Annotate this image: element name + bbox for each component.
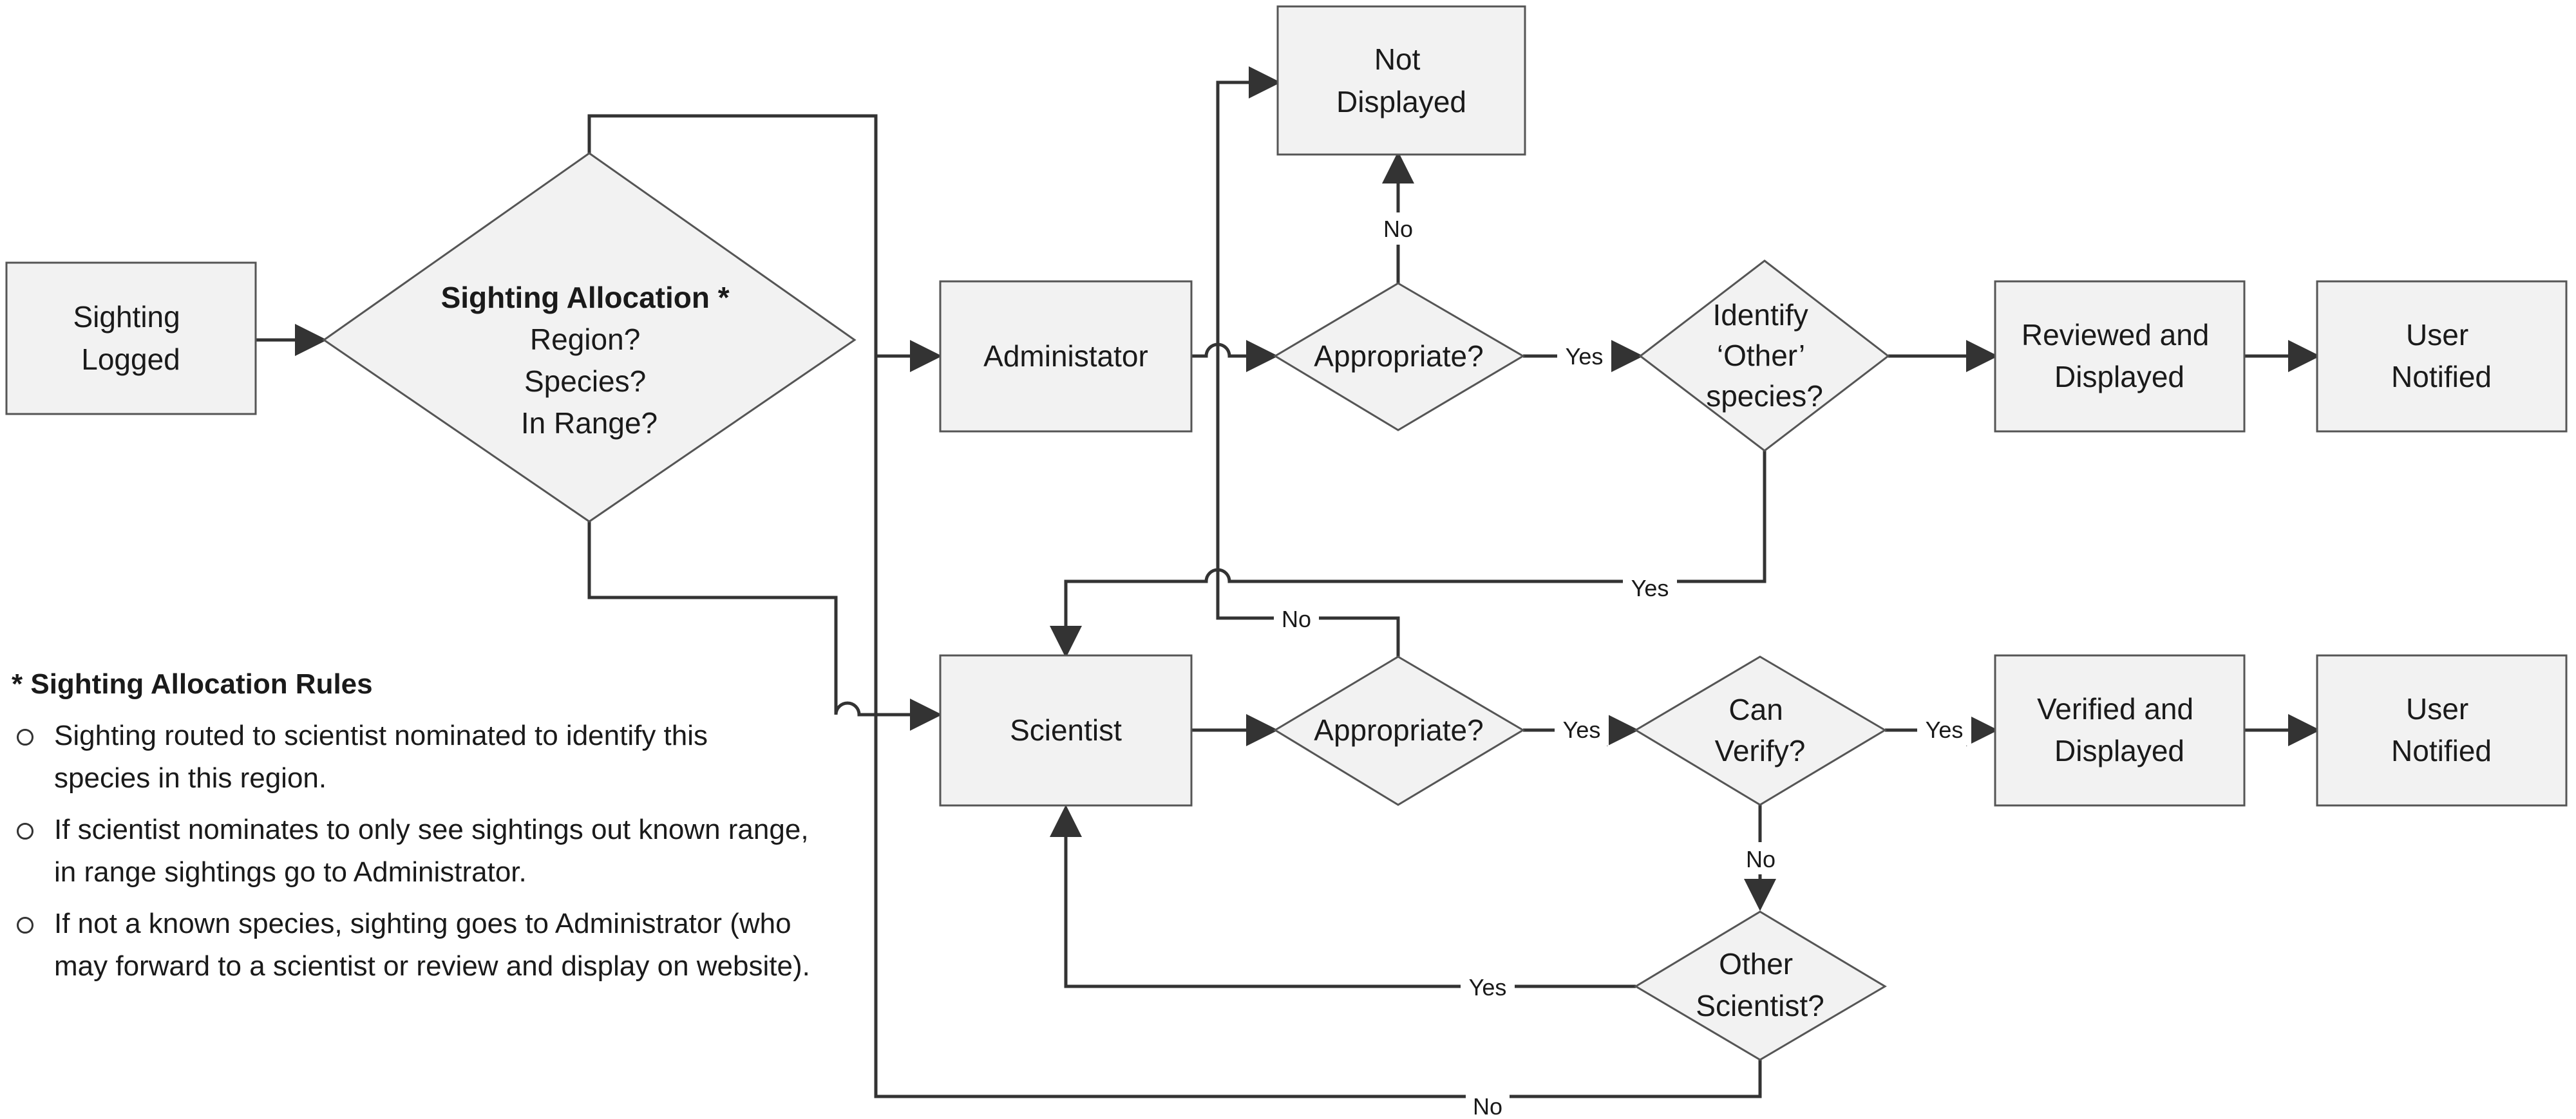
edge-administrator-to-appropriate [1191,340,1278,372]
decision-sci-appropriate-label: Appropriate? [1314,713,1483,747]
node-verified-displayed: Verified and Displayed [1994,654,2246,807]
legend-rule-list: Sighting routed to scientist nominated t… [12,715,810,988]
node-verified-displayed-label: Verified and Displayed [2037,692,2202,767]
node-administrator-label: Administator [983,339,1148,373]
decision-sci-appropriate: Appropriate? [1273,655,1525,806]
node-user-notified-top-label: User Notified [2391,318,2492,393]
legend-rule-text: If not a known species, sighting goes to… [54,908,810,982]
node-user-notified-bottom: User Notified [2316,654,2568,807]
decision-identify-other-species-label: Identify ‘Other’ species? [1706,298,1823,413]
node-not-displayed-label: Not Displayed [1336,42,1466,118]
legend-rule: Sighting routed to scientist nominated t… [12,715,810,800]
decision-sighting-allocation: Sighting Allocation * Region? Species? I… [322,152,857,523]
bullet-circle-icon [17,729,33,746]
edge-label-admin-no: No [1383,216,1413,242]
edge-sci-appropriate-no [1216,66,1400,657]
decision-admin-appropriate-label: Appropriate? [1314,339,1483,373]
edge-allocation-to-administrator [587,114,942,372]
decision-can-verify-label: Can Verify? [1715,693,1806,767]
edge-label-sci-yes: Yes [1563,717,1601,743]
legend-rule-text: If scientist nominates to only see sight… [54,814,809,888]
decision-can-verify: Can Verify? [1634,655,1887,806]
decision-admin-appropriate: Appropriate? [1273,282,1525,431]
legend-rule-text: Sighting routed to scientist nominated t… [54,720,708,794]
node-user-notified-bottom-label: User Notified [2391,692,2492,767]
edge-identify-yes-to-scientist [1050,451,1766,658]
edge-other-scientist-yes [1050,805,1636,988]
node-sighting-logged: Sighting Logged [5,261,257,415]
legend-title: * Sighting Allocation Rules [12,668,373,700]
node-reviewed-displayed-label: Reviewed and Displayed [2022,318,2217,393]
node-reviewed-displayed: Reviewed and Displayed [1994,280,2246,433]
node-scientist-label: Scientist [1010,713,1122,747]
edge-label-verify-yes: Yes [1926,717,1964,743]
bullet-circle-icon [17,823,33,840]
edge-label-sci-no: No [1282,606,1311,632]
node-administrator: Administator [939,280,1193,433]
edge-label-verify-no: No [1746,846,1776,872]
edge-label-other-no: No [1473,1093,1502,1119]
decision-other-scientist-label: Other Scientist? [1696,947,1824,1022]
node-not-displayed: Not Displayed [1276,5,1526,156]
decision-identify-other-species: Identify ‘Other’ species? [1638,259,1890,452]
allocation-rules-legend: * Sighting Allocation Rules Sighting rou… [12,668,810,997]
node-scientist: Scientist [939,654,1193,807]
edge-other-scientist-no [874,356,1762,1098]
node-sighting-logged-label: Sighting Logged [73,300,188,376]
edge-label-identify-yes: Yes [1631,575,1669,601]
legend-rule: If scientist nominates to only see sight… [12,809,810,894]
edge-label-admin-yes: Yes [1566,343,1604,370]
bullet-circle-icon [17,917,33,934]
edge-allocation-to-scientist [587,522,942,731]
decision-other-scientist: Other Scientist? [1634,910,1887,1061]
edge-label-other-yes: Yes [1469,974,1507,1001]
decision-sighting-allocation-label: Sighting Allocation * Region? Species? I… [441,281,738,440]
node-user-notified-top: User Notified [2316,280,2568,433]
edge-labels: No Yes Yes No Yes Yes No Yes No [1274,212,1971,1119]
legend-rule: If not a known species, sighting goes to… [12,903,810,988]
